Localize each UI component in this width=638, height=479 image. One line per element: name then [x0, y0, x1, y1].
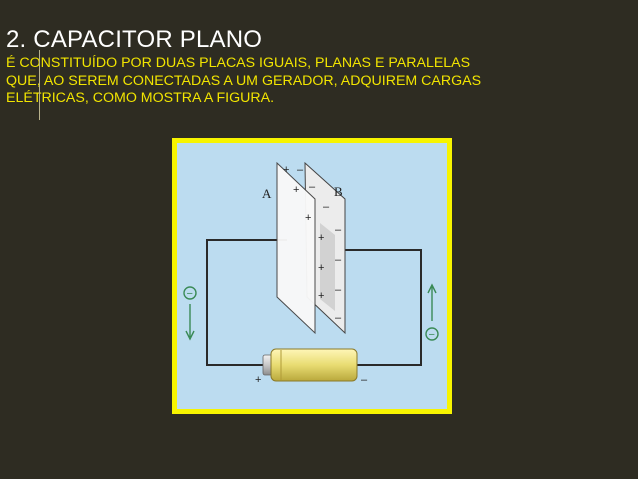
electron-symbol: −: [429, 329, 435, 341]
body-line-2: QUE, AO SEREM CONECTADAS A UM GERADOR, A…: [6, 72, 482, 89]
plate-a-label: A: [262, 186, 272, 201]
electron-icon: −: [183, 286, 197, 300]
arrow-down-icon: [185, 304, 195, 341]
battery-icon: [262, 348, 358, 382]
plate-a-charge: +: [305, 212, 311, 224]
plate-a: [276, 161, 316, 335]
plate-b-charge: –: [323, 201, 330, 213]
plate-b-charge: –: [297, 164, 304, 176]
plate-a-charge: +: [318, 232, 324, 244]
plate-b-charge: –: [335, 284, 342, 296]
body-line-3: ELÉTRICAS, COMO MOSTRA A FIGURA.: [6, 90, 275, 106]
plate-a-charge: +: [283, 164, 289, 176]
arrow-up-icon: [427, 283, 437, 321]
battery-negative-label: –: [361, 374, 368, 386]
slide-body-text: É CONSTITUÍDO POR DUAS PLACAS IGUAIS, PL…: [6, 55, 636, 108]
capacitor-figure-frame: A B + + + + + + – – – – – – – − −: [172, 138, 452, 414]
plate-b-label: B: [334, 184, 343, 199]
plate-b-charge: –: [335, 254, 342, 266]
wire-right: [342, 249, 422, 366]
electron-symbol: −: [187, 288, 193, 300]
text-cursor-line: [39, 50, 40, 120]
capacitor-figure: A B + + + + + + – – – – – – – − −: [183, 161, 439, 386]
plate-a-charge: +: [293, 184, 299, 196]
slide-title: 2. CAPACITOR PLANO: [6, 26, 263, 53]
plate-b-charge: –: [335, 224, 342, 236]
plate-b-charge: –: [335, 312, 342, 324]
battery-positive-label: +: [255, 374, 261, 386]
plate-b-charge: –: [309, 181, 316, 193]
wire-left: [206, 239, 287, 366]
electron-icon: −: [425, 327, 439, 341]
plate-a-charge: +: [318, 262, 324, 274]
plate-b-shadow: [320, 223, 335, 311]
body-line-1: É CONSTITUÍDO POR DUAS PLACAS IGUAIS, PL…: [6, 55, 471, 71]
plate-a-charge: +: [318, 290, 324, 302]
